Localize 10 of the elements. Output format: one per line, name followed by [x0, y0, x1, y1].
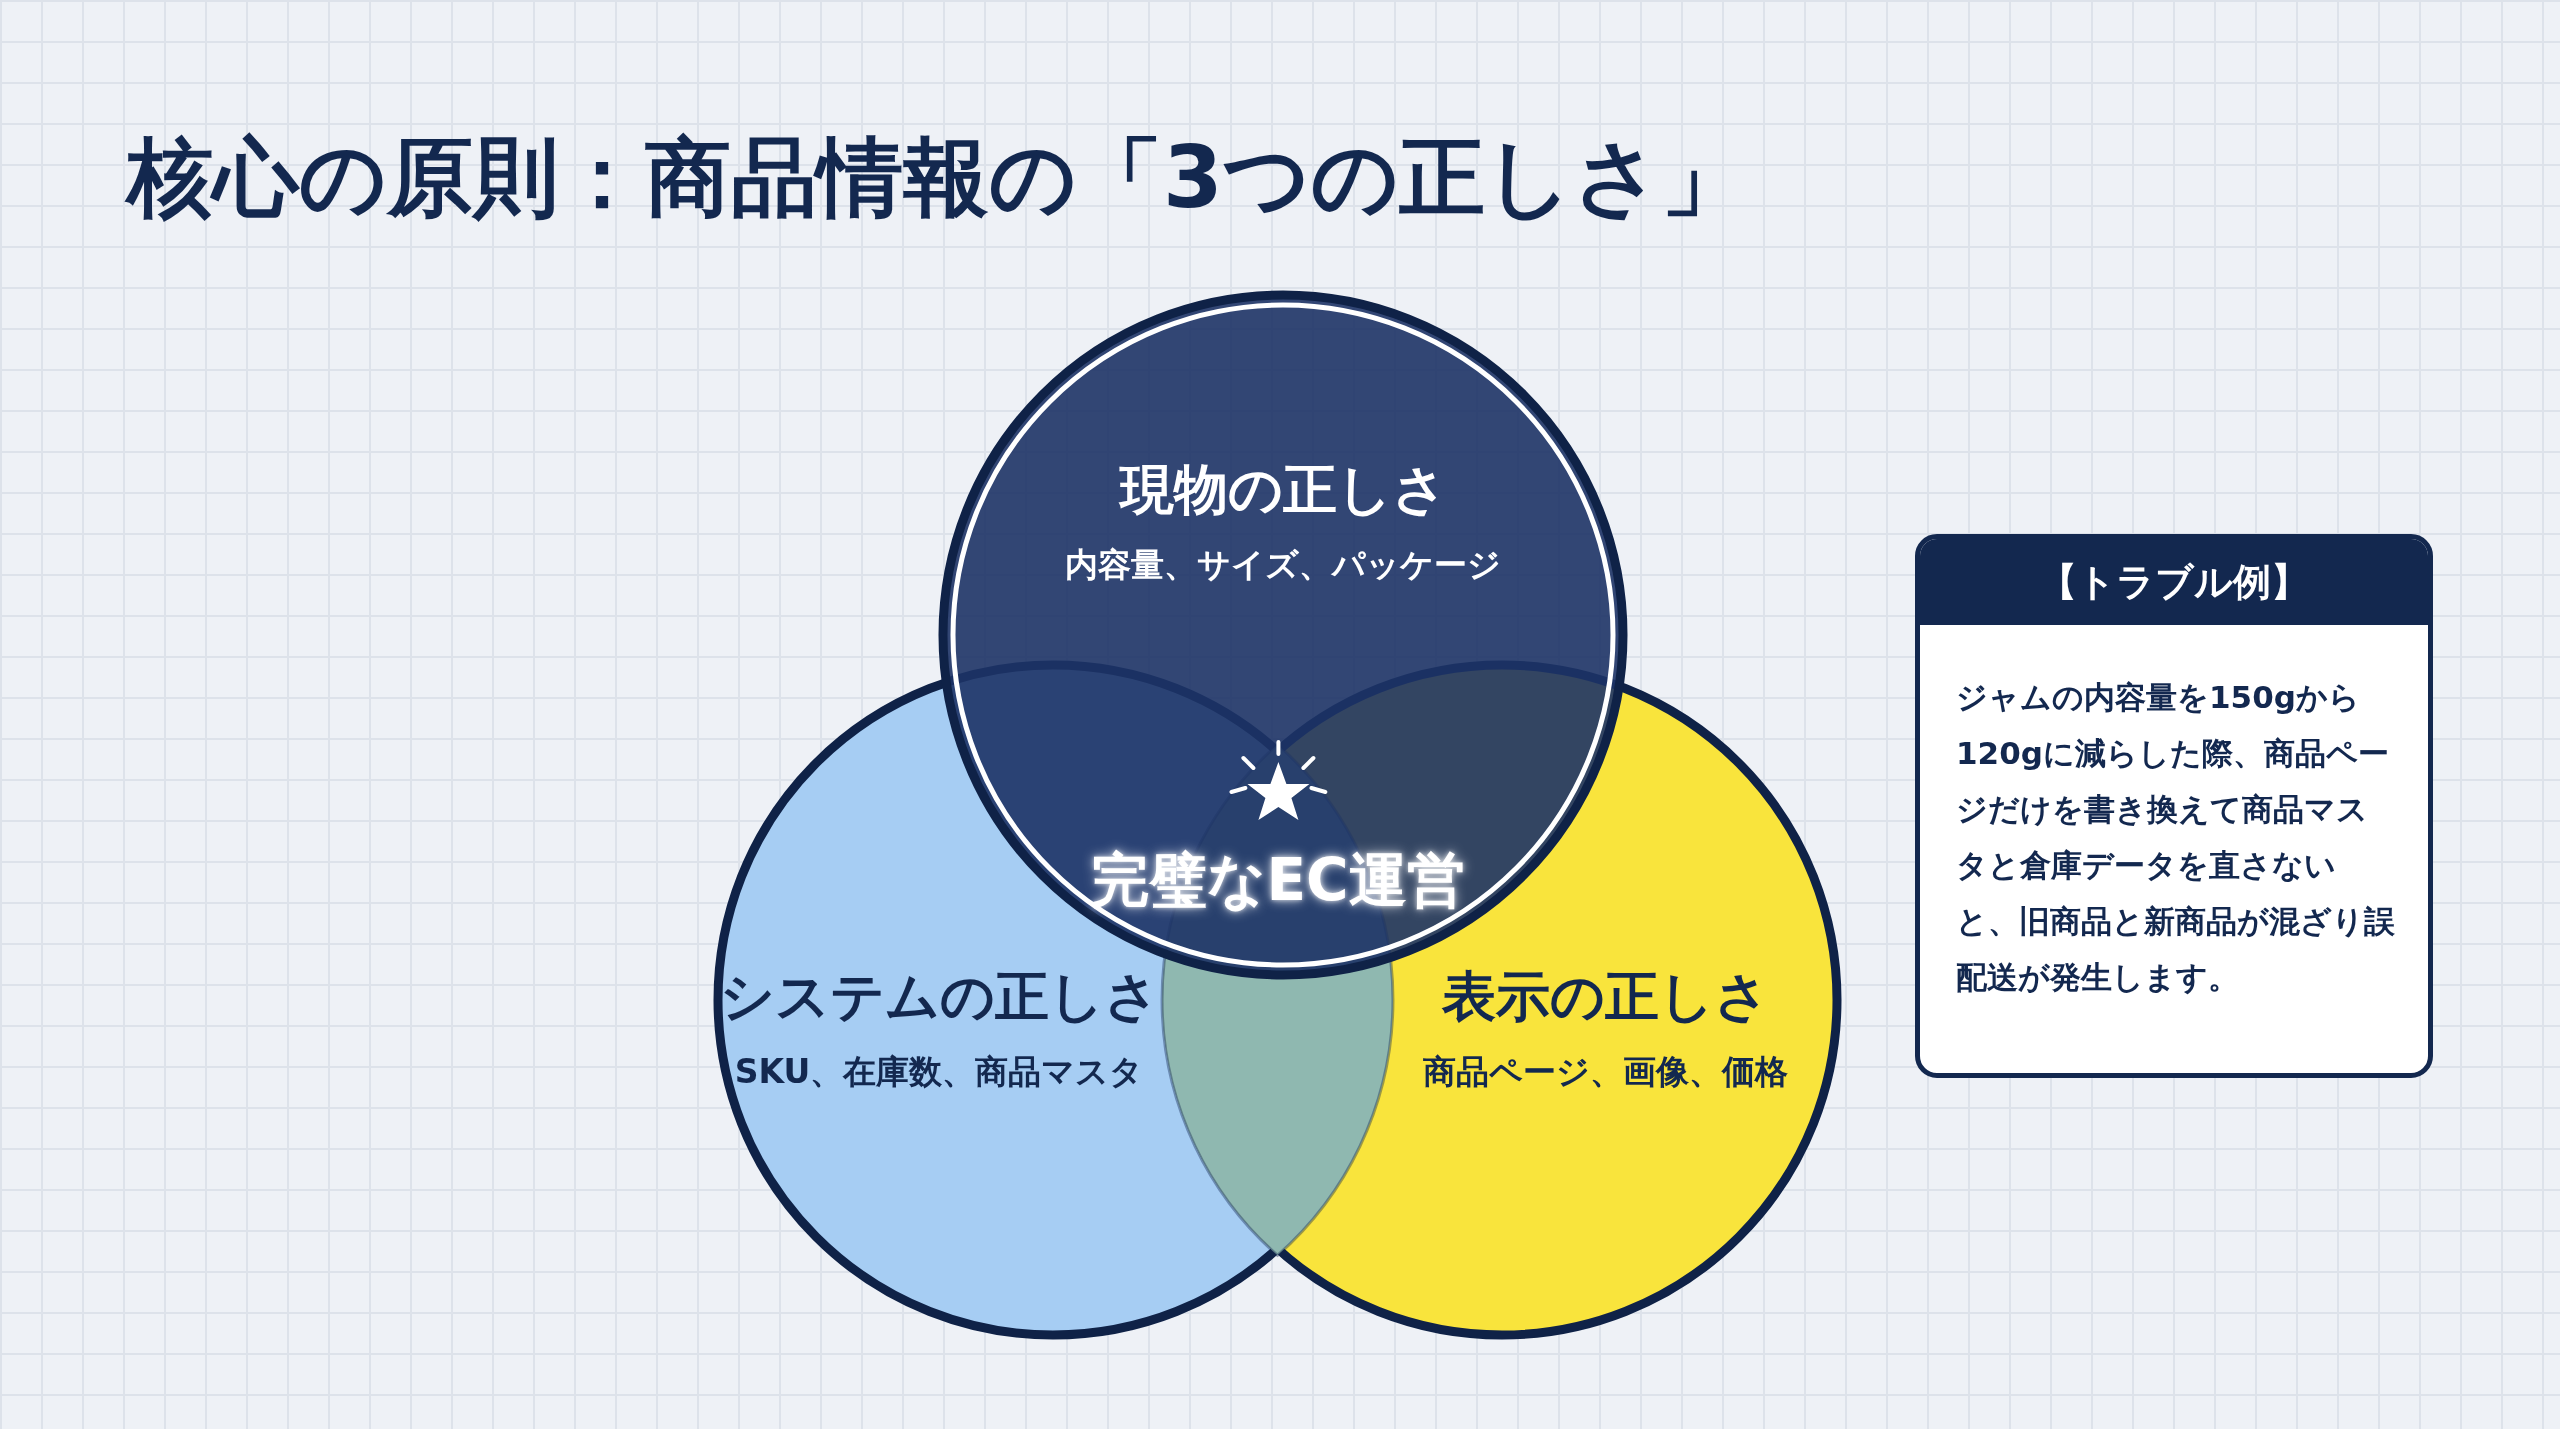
circle-subtitle: SKU、在庫数、商品マスタ	[734, 1051, 1144, 1092]
circle-subtitle: 内容量、サイズ、パッケージ	[1065, 544, 1501, 585]
circle-subtitle: 商品ページ、画像、価格	[1422, 1051, 1788, 1092]
center-label: 完璧なEC運営	[1091, 846, 1465, 916]
circle-heading: 表示の正しさ	[1441, 965, 1769, 1030]
card-text: ジャムの内容量を150gから120gに減らした際、商品ページだけを書き換えて商品マスタと倉庫データを直さないと、旧商品と新商品が混ざり誤配送が発生します。	[1956, 678, 2396, 997]
circle-heading: システムの正しさ	[719, 965, 1159, 1030]
circle-heading: 現物の正しさ	[1119, 458, 1447, 523]
card-header: 【トラブル例】	[1920, 539, 2428, 625]
callout-card	[1915, 534, 2433, 1078]
